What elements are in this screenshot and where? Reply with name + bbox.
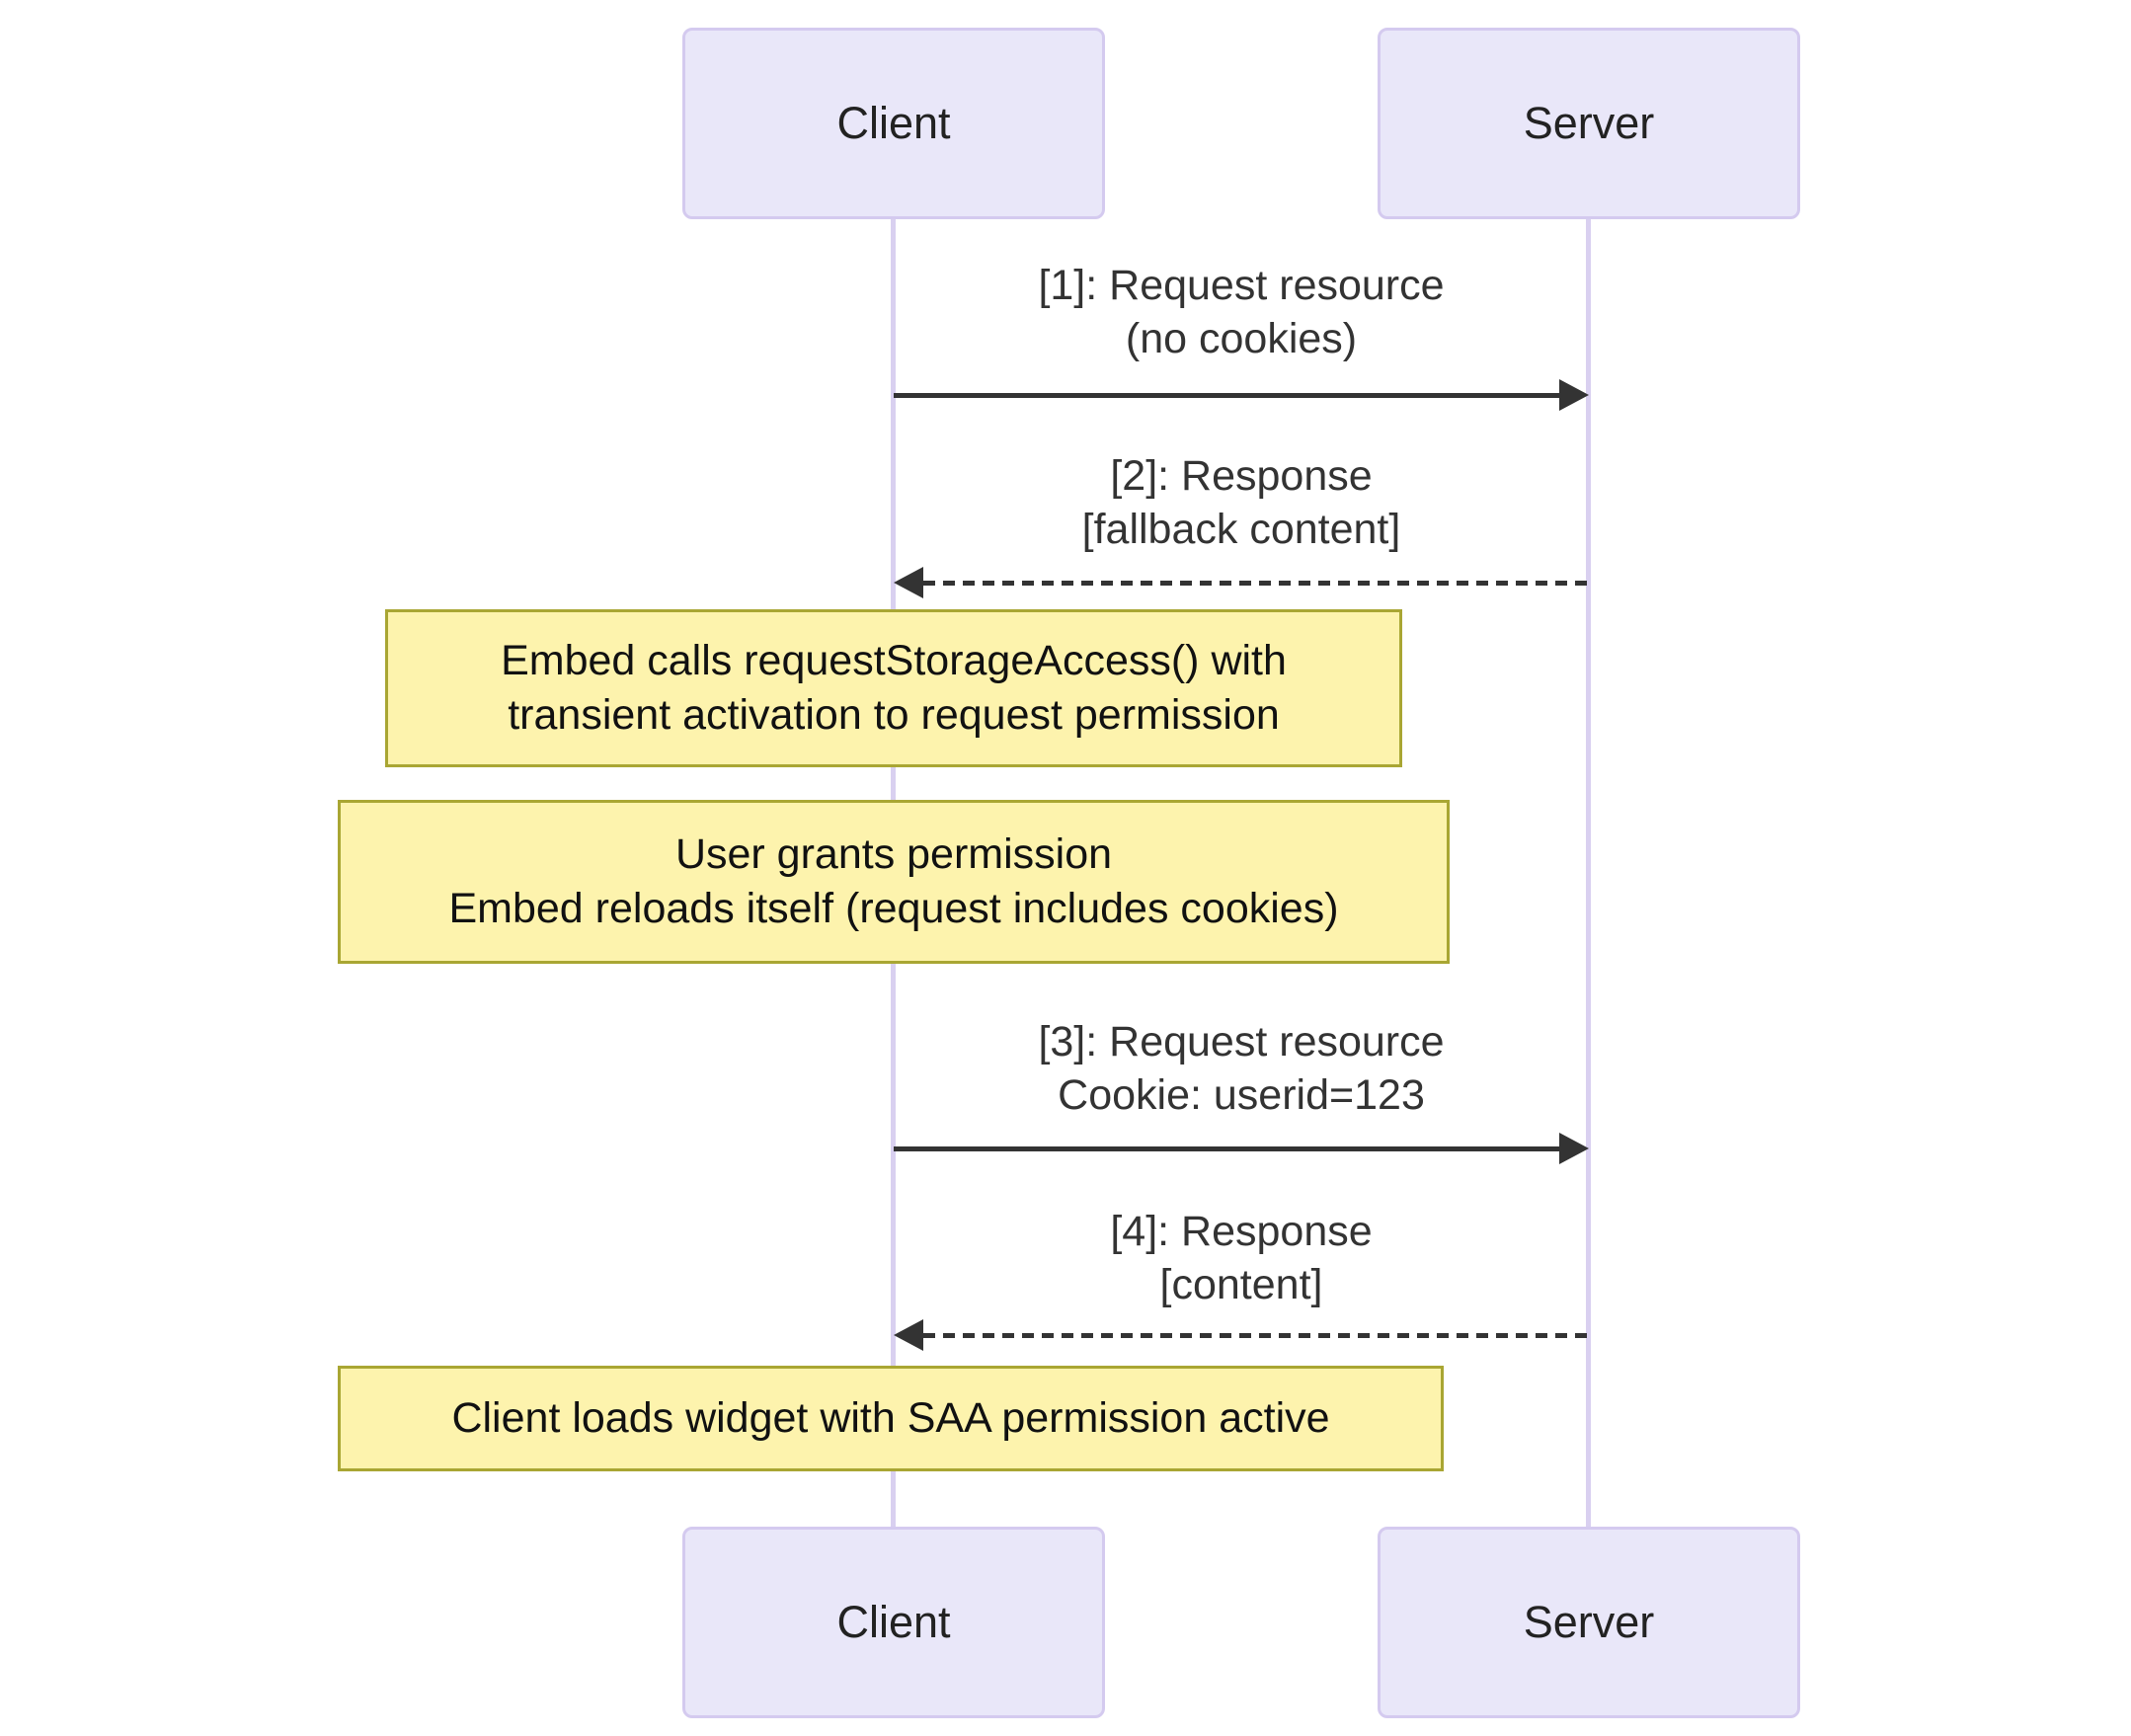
actor-label-client: Client: [836, 1597, 951, 1647]
message-1-label: [1]: Request resource (no cookies): [894, 259, 1589, 365]
message-2-label: [2]: Response [fallback content]: [894, 449, 1589, 556]
message-4-line-1: [4]: Response: [1110, 1208, 1373, 1255]
message-4-line-2: [content]: [1159, 1261, 1323, 1308]
actor-label-server: Server: [1523, 1597, 1655, 1647]
note-widget-loaded: Client loads widget with SAA permission …: [338, 1366, 1444, 1471]
note-1-line-2: transient activation to request permissi…: [508, 691, 1280, 739]
actor-box-server-top: Server: [1378, 28, 1800, 219]
arrowhead-left-icon: [894, 567, 923, 598]
message-1-arrow-line: [894, 393, 1559, 398]
note-2-line-2: Embed reloads itself (request includes c…: [448, 885, 1339, 932]
actor-box-client-top: Client: [682, 28, 1105, 219]
note-3-line-1: Client loads widget with SAA permission …: [451, 1394, 1330, 1442]
actor-box-client-bottom: Client: [682, 1527, 1105, 1718]
actor-box-server-bottom: Server: [1378, 1527, 1800, 1718]
arrowhead-right-icon: [1559, 379, 1589, 411]
note-1-line-1: Embed calls requestStorageAccess() with: [501, 637, 1287, 684]
arrowhead-right-icon: [1559, 1133, 1589, 1164]
actor-label-client: Client: [836, 98, 951, 148]
message-3-line-1: [3]: Request resource: [1038, 1018, 1445, 1065]
message-2-line-2: [fallback content]: [1081, 506, 1401, 553]
arrowhead-left-icon: [894, 1319, 923, 1351]
message-2-line-1: [2]: Response: [1110, 452, 1373, 500]
note-permission-granted: User grants permission Embed reloads its…: [338, 800, 1450, 964]
message-1-line-1: [1]: Request resource: [1038, 262, 1445, 309]
message-4-arrow-line: [923, 1333, 1589, 1338]
actor-label-server: Server: [1523, 98, 1655, 148]
message-3-line-2: Cookie: userid=123: [1058, 1071, 1425, 1119]
message-1-line-2: (no cookies): [1125, 315, 1358, 362]
message-4-label: [4]: Response [content]: [894, 1205, 1589, 1311]
note-2-line-1: User grants permission: [674, 830, 1113, 878]
note-storage-access-request: Embed calls requestStorageAccess() with …: [385, 609, 1402, 767]
message-2-arrow-line: [923, 581, 1589, 586]
message-3-label: [3]: Request resource Cookie: userid=123: [894, 1015, 1589, 1122]
message-3-arrow-line: [894, 1146, 1559, 1151]
lifeline-server: [1586, 219, 1591, 1527]
